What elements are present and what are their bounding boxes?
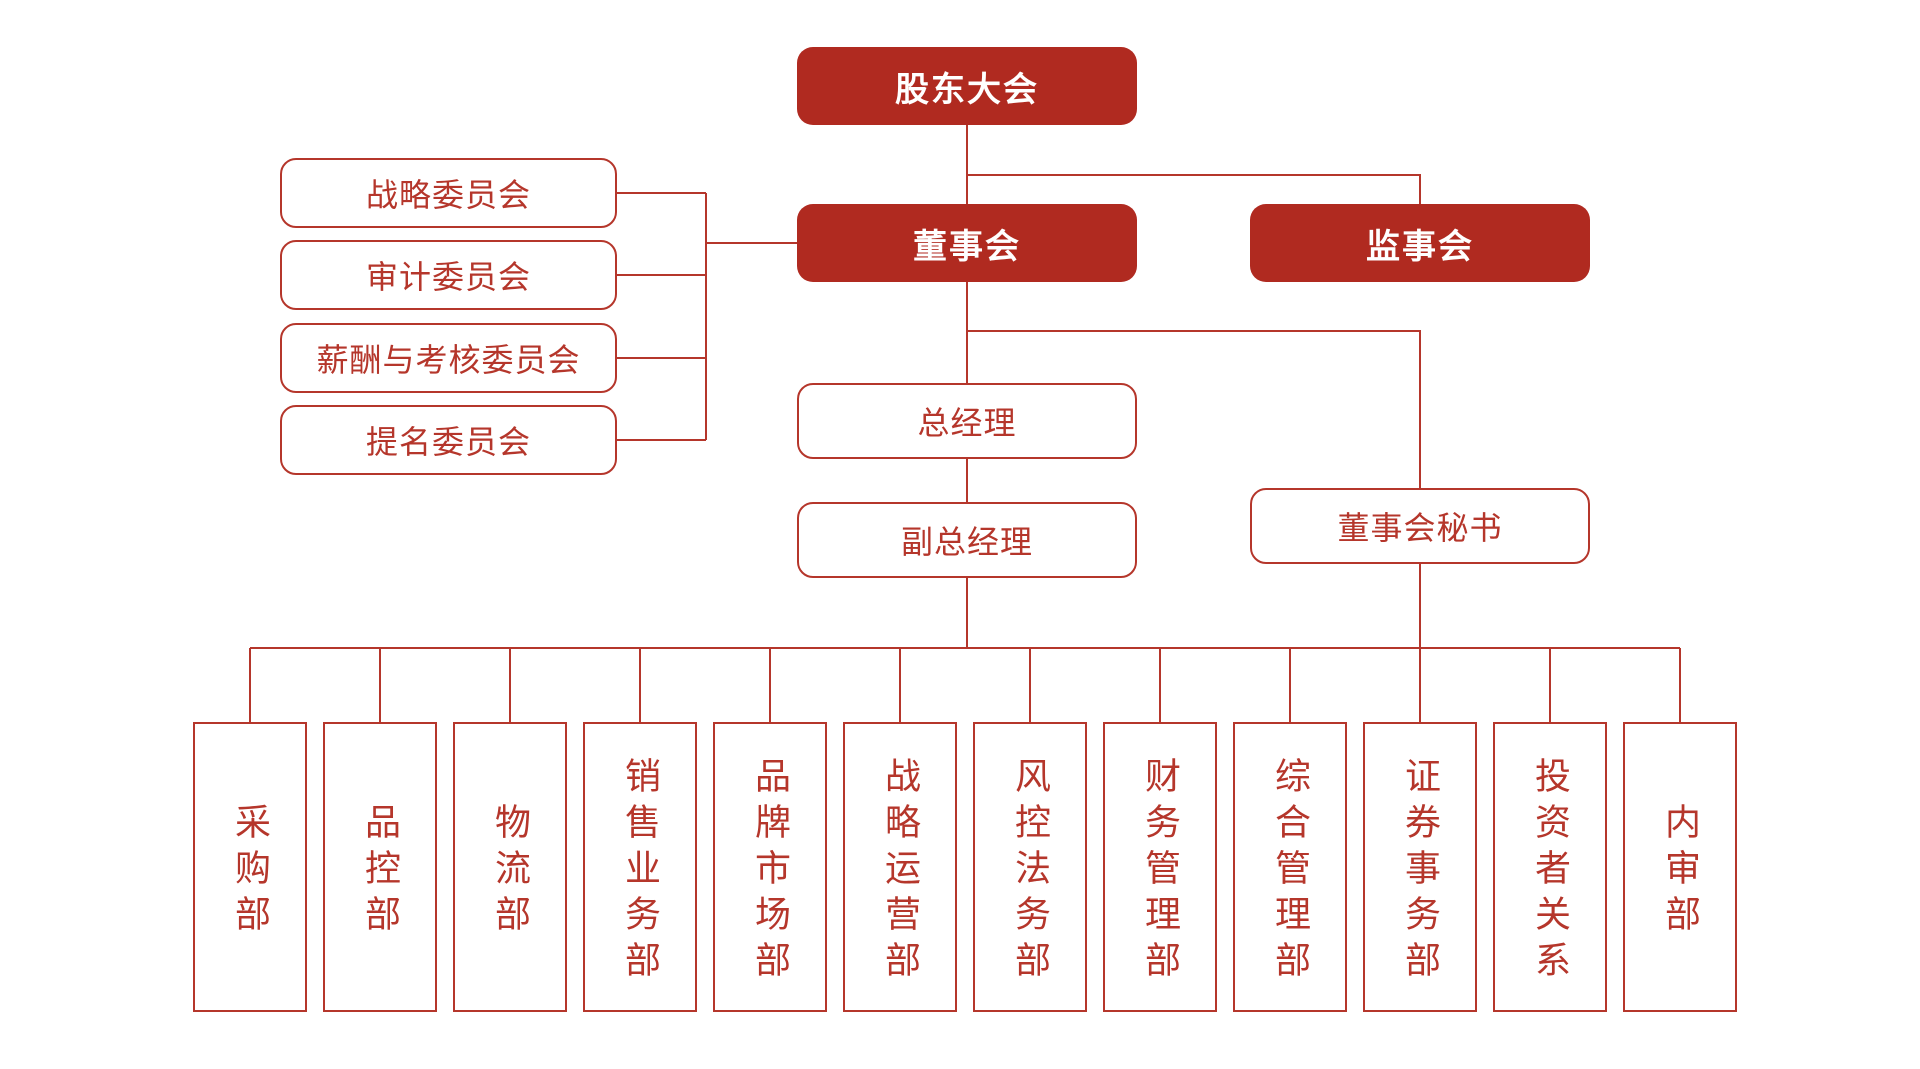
node-label: 投资者关系 [1530, 757, 1571, 987]
node-label: 副总经理 [900, 524, 1033, 560]
node-dept-sales-business: 销售业务部 [583, 722, 697, 1012]
node-label: 综合管理部 [1270, 757, 1311, 987]
node-board-secretary: 董事会秘书 [1250, 488, 1590, 564]
node-label: 风控法务部 [1010, 757, 1051, 987]
node-dept-financial-management: 财务管理部 [1103, 722, 1217, 1012]
node-label: 品牌市场部 [750, 757, 791, 987]
node-dept-investor-relations: 投资者关系 [1493, 722, 1607, 1012]
node-label: 战略委员会 [365, 177, 531, 213]
node-label: 审计委员会 [365, 259, 531, 295]
node-label: 财务管理部 [1140, 757, 1181, 987]
node-shareholders-meeting: 股东大会 [797, 47, 1137, 125]
node-dept-quality-control: 品控部 [323, 722, 437, 1012]
node-dept-logistics: 物流部 [453, 722, 567, 1012]
node-label: 监事会 [1366, 227, 1474, 266]
node-dept-risk-legal: 风控法务部 [973, 722, 1087, 1012]
node-board-of-directors: 董事会 [797, 204, 1137, 282]
node-label: 销售业务部 [620, 757, 661, 987]
node-compensation-assessment-committee: 薪酬与考核委员会 [280, 323, 617, 393]
node-general-manager: 总经理 [797, 383, 1137, 459]
node-label: 内审部 [1660, 803, 1701, 941]
node-dept-strategy-operations: 战略运营部 [843, 722, 957, 1012]
node-label: 采购部 [230, 803, 271, 941]
node-dept-procurement: 采购部 [193, 722, 307, 1012]
node-label: 提名委员会 [365, 424, 531, 460]
node-label: 总经理 [917, 405, 1017, 441]
node-nomination-committee: 提名委员会 [280, 405, 617, 475]
node-label: 战略运营部 [880, 757, 921, 987]
node-label: 董事会 [913, 227, 1021, 266]
node-label: 薪酬与考核委员会 [316, 342, 581, 378]
node-label: 物流部 [490, 803, 531, 941]
node-dept-brand-marketing: 品牌市场部 [713, 722, 827, 1012]
node-label: 股东大会 [895, 70, 1039, 109]
node-supervisory-board: 监事会 [1250, 204, 1590, 282]
node-strategy-committee: 战略委员会 [280, 158, 617, 228]
node-dept-securities-affairs: 证券事务部 [1363, 722, 1477, 1012]
node-dept-general-management: 综合管理部 [1233, 722, 1347, 1012]
node-label: 品控部 [360, 803, 401, 941]
node-label: 董事会秘书 [1337, 510, 1503, 546]
node-audit-committee: 审计委员会 [280, 240, 617, 310]
node-label: 证券事务部 [1400, 757, 1441, 987]
node-deputy-general-manager: 副总经理 [797, 502, 1137, 578]
node-dept-internal-audit: 内审部 [1623, 722, 1737, 1012]
